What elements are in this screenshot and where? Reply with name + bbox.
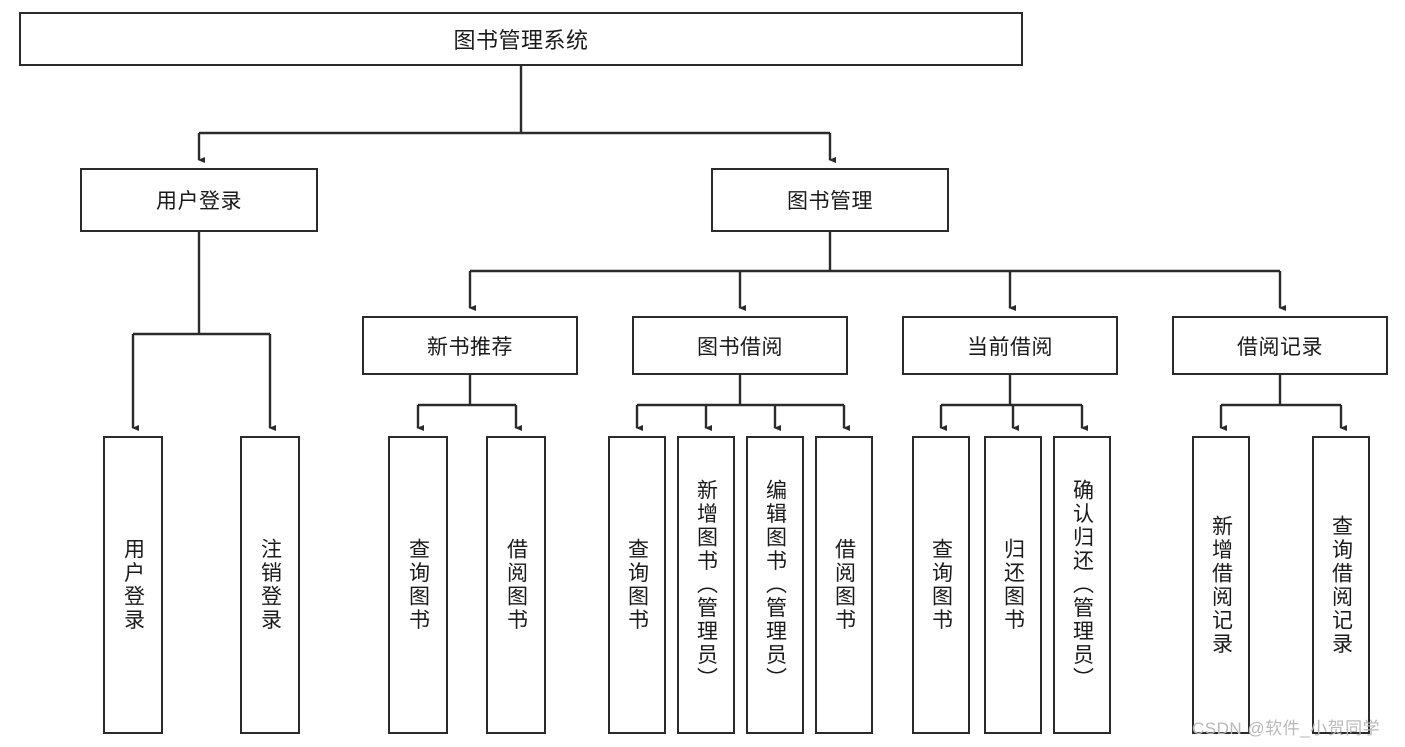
- node-user-login-label: 用户登录: [156, 190, 242, 213]
- node-book-manage[interactable]: 图书管理: [711, 168, 949, 232]
- node-new-book-recommend[interactable]: 新书推荐: [362, 316, 578, 375]
- leaf-add-book-admin-label: 新增图书（管理员）: [694, 479, 718, 691]
- leaf-logout-login-label: 注销登录: [258, 538, 282, 632]
- leaf-add-borrow-record-label: 新增借阅记录: [1209, 514, 1233, 656]
- leaf-borrow-book-2[interactable]: 借阅图书: [815, 436, 873, 734]
- leaf-confirm-return-admin[interactable]: 确认归还（管理员）: [1053, 436, 1111, 734]
- node-root-label: 图书管理系统: [453, 28, 589, 53]
- leaf-borrow-book-1[interactable]: 借阅图书: [486, 436, 546, 734]
- leaf-query-book-1[interactable]: 查询图书: [388, 436, 448, 734]
- leaf-borrow-book-2-label: 借阅图书: [832, 538, 856, 632]
- node-root[interactable]: 图书管理系统: [19, 12, 1023, 66]
- leaf-return-book-label: 归还图书: [1001, 538, 1025, 632]
- csdn-watermark: CSDN @软件_小贺同学: [1192, 719, 1381, 738]
- leaf-query-book-3-label: 查询图书: [929, 538, 953, 632]
- node-book-borrow[interactable]: 图书借阅: [632, 316, 848, 375]
- leaf-add-book-admin[interactable]: 新增图书（管理员）: [677, 436, 735, 734]
- node-current-borrow-label: 当前借阅: [967, 335, 1053, 359]
- leaf-add-borrow-record[interactable]: 新增借阅记录: [1192, 436, 1250, 734]
- leaf-edit-book-admin[interactable]: 编辑图书（管理员）: [746, 436, 804, 734]
- node-new-book-recommend-label: 新书推荐: [427, 335, 513, 359]
- node-borrow-record-label: 借阅记录: [1237, 335, 1323, 359]
- node-user-login[interactable]: 用户登录: [80, 168, 318, 232]
- leaf-query-book-1-label: 查询图书: [406, 538, 430, 632]
- node-current-borrow[interactable]: 当前借阅: [902, 316, 1118, 375]
- leaf-query-borrow-record[interactable]: 查询借阅记录: [1312, 436, 1370, 734]
- node-borrow-record[interactable]: 借阅记录: [1172, 316, 1388, 375]
- leaf-borrow-book-1-label: 借阅图书: [504, 538, 528, 632]
- leaf-logout-login[interactable]: 注销登录: [240, 436, 300, 734]
- leaf-user-login-label: 用户登录: [121, 538, 145, 632]
- node-book-manage-label: 图书管理: [787, 190, 873, 213]
- leaf-query-book-2-label: 查询图书: [625, 538, 649, 632]
- leaf-query-book-3[interactable]: 查询图书: [912, 436, 970, 734]
- leaf-confirm-return-admin-label: 确认归还（管理员）: [1070, 479, 1094, 691]
- node-book-borrow-label: 图书借阅: [697, 335, 783, 359]
- leaf-user-login[interactable]: 用户登录: [103, 436, 163, 734]
- leaf-edit-book-admin-label: 编辑图书（管理员）: [763, 479, 787, 691]
- leaf-return-book[interactable]: 归还图书: [984, 436, 1042, 734]
- leaf-query-borrow-record-label: 查询借阅记录: [1329, 514, 1353, 656]
- leaf-query-book-2[interactable]: 查询图书: [608, 436, 666, 734]
